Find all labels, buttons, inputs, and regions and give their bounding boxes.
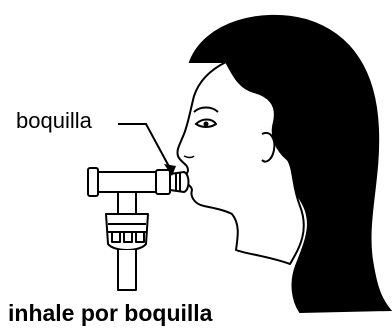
pointer-line [118, 123, 173, 173]
nebulizer-icon [87, 167, 190, 291]
face-profile [176, 61, 305, 265]
pointer-arrowhead [164, 164, 176, 176]
caption: inhale por boquilla [8, 300, 213, 326]
ear-shape [261, 132, 276, 163]
pointer-label: boquilla [16, 108, 92, 133]
